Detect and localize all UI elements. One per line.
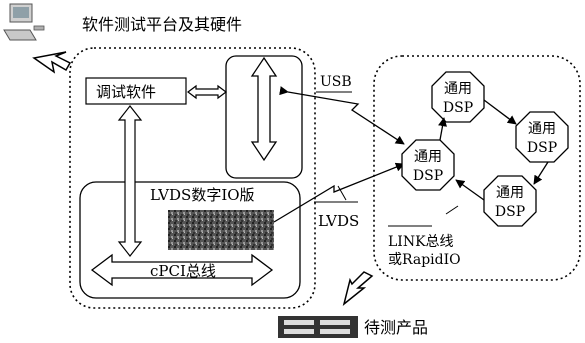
product-image xyxy=(278,316,358,338)
link-tick xyxy=(446,206,458,214)
dsp-arrow-top-right xyxy=(484,100,516,124)
link-label-1: LINK总线 xyxy=(388,234,454,250)
dsp-right-line2: DSP xyxy=(527,140,557,156)
link-label-2: 或RapidIO xyxy=(388,252,461,268)
lvds-label: LVDS xyxy=(318,212,359,230)
product-pointer-arrow xyxy=(344,272,372,304)
usb-connector xyxy=(288,92,404,144)
dsp-arrow-right-bottom xyxy=(534,162,548,184)
dsp-node-top: 通用 DSP xyxy=(432,72,484,122)
debug-usb-double-arrow xyxy=(188,86,226,98)
dsp-node-bottom: 通用 DSP xyxy=(484,176,536,226)
dsp-bottom-line1: 通用 xyxy=(496,185,524,201)
usb-label: USB xyxy=(320,74,352,90)
computer-pointer-arrow xyxy=(34,52,70,72)
dsp-center-line2: DSP xyxy=(413,168,443,184)
cpci-bus-label: cPCI总线 xyxy=(150,262,216,280)
lvds-board-image xyxy=(168,210,274,250)
debug-software-label: 调试软件 xyxy=(96,83,156,101)
dsp-center-line1: 通用 xyxy=(414,149,442,165)
product-label: 待测产品 xyxy=(364,318,428,337)
computer-icon xyxy=(4,4,44,40)
dsp-bottom-line2: DSP xyxy=(495,204,525,220)
dsp-right-line1: 通用 xyxy=(528,121,556,137)
dsp-node-right: 通用 DSP xyxy=(516,112,568,162)
dsp-node-center: 通用 DSP xyxy=(402,140,454,190)
dsp-top-line1: 通用 xyxy=(444,81,472,97)
platform-title: 软件测试平台及其硬件 xyxy=(82,15,242,34)
dsp-arrow-bottom-center xyxy=(456,180,484,200)
dsp-arrow-center-top xyxy=(440,118,444,140)
dsp-top-line2: DSP xyxy=(443,100,473,116)
lvds-board-label: LVDS数字IO版 xyxy=(150,186,255,204)
